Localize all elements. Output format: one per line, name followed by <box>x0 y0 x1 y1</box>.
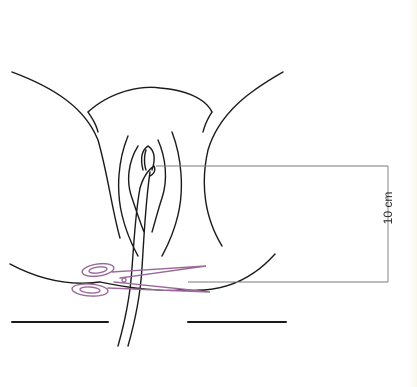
scissors-lower-handle-inner <box>80 286 100 293</box>
left-labium-majus <box>119 136 138 256</box>
left-thigh-contour <box>12 72 120 238</box>
vestibule <box>145 150 147 170</box>
right-thigh-contour <box>204 72 283 246</box>
page-edge-shade <box>409 0 417 387</box>
scissors-upper-handle-inner <box>89 266 108 274</box>
mons-outline <box>88 87 212 112</box>
scissors-lower-blade <box>108 282 210 292</box>
right-labium-majus <box>162 132 181 256</box>
scissors-lower-handle <box>72 283 109 297</box>
scissors-upper-handle <box>81 262 114 278</box>
scissors-upper-blade <box>112 266 206 278</box>
scissors-pivot <box>122 278 126 282</box>
mons-right-fold <box>203 112 212 132</box>
measurement-label: 10 cm <box>380 178 396 238</box>
clitoral-hood <box>142 146 154 170</box>
right-buttock-curve <box>188 254 275 290</box>
